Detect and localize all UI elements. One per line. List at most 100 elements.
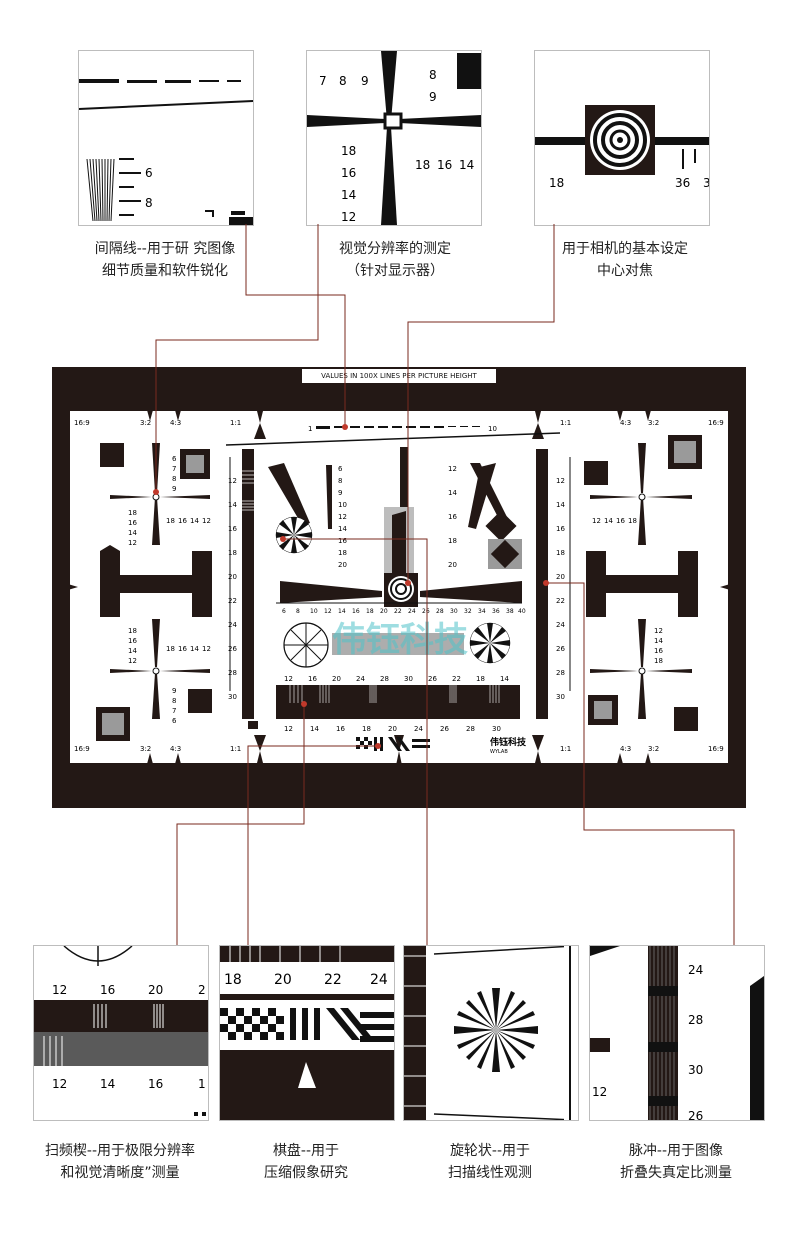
sweep-bottom-tick: 12 (284, 725, 293, 733)
caption-visual-resolution: 视觉分辨率的测定 （针对显示器） (339, 241, 451, 279)
tick-b: 14 (654, 637, 663, 645)
caption-starburst: 旋轮状--用于 扫描线性观测 (448, 1143, 532, 1181)
checker-panel-tick: 18 (224, 972, 242, 988)
scale-tick: 10 (310, 608, 318, 615)
scale-tick: 38 (506, 608, 514, 615)
tick-a: 6 (172, 717, 177, 725)
visual-resolution-panel: 7 8 9 8 9 18 16 14 12 18 16 14 (306, 50, 482, 226)
center-tick: 9 (338, 489, 342, 497)
pulse-panel-tick: 26 (688, 1109, 703, 1120)
caption-spacing-line: 间隔线--用于研 究图像 细节质量和软件锐化 (94, 241, 236, 279)
left-tick: 16 (228, 525, 237, 533)
tick-b: 16 (128, 637, 137, 645)
pulse-panel: 24 28 30 26 12 (589, 945, 765, 1121)
tick-b: 18 (128, 627, 137, 635)
visual-tick: 18 (415, 158, 430, 172)
sweep-top-tick: 14 (500, 675, 509, 683)
pulse-panel-tick: 12 (592, 1085, 607, 1099)
focus-tick: 36 (675, 176, 690, 190)
visual-tick: 14 (341, 188, 356, 202)
center-tick: 8 (338, 477, 342, 485)
bar-start: 1 (308, 425, 312, 433)
scale-tick: 12 (324, 608, 332, 615)
right-tick: 20 (556, 573, 565, 581)
sweep-bottom-tick: 20 (388, 725, 397, 733)
scale-tick: 34 (478, 608, 486, 615)
right-tick: 16 (556, 525, 565, 533)
scale-tick: 14 (338, 608, 346, 615)
sweep-bottom-tick: 16 (336, 725, 345, 733)
left-tick: 26 (228, 645, 237, 653)
tick-b: 16 (178, 645, 187, 653)
ratio-label: 4:3 (620, 745, 631, 753)
sweep-top-tick: 18 (476, 675, 485, 683)
visual-tick: 18 (341, 144, 356, 158)
sweep-panel-tick: 12 (52, 983, 67, 997)
sweep-top-tick: 28 (380, 675, 389, 683)
sweep-top-tick: 30 (404, 675, 413, 683)
visual-tick: 16 (341, 166, 356, 180)
scale-tick: 20 (380, 608, 388, 615)
scale-tick: 32 (464, 608, 472, 615)
sweep-panel-tick: 2 (198, 983, 206, 997)
visual-tick: 8 (429, 68, 437, 82)
ratio-label: 16:9 (708, 419, 724, 427)
tick-b: 18 (128, 509, 137, 517)
sweep-top-tick: 26 (428, 675, 437, 683)
sweep-bottom-tick: 26 (440, 725, 449, 733)
ratio-label: 3:2 (648, 419, 659, 427)
ratio-label: 1:1 (560, 745, 571, 753)
spacing-tick: 8 (145, 196, 153, 210)
right-tick: 30 (556, 693, 565, 701)
scale-tick: 16 (352, 608, 360, 615)
ratio-label: 4:3 (620, 419, 631, 427)
tick-b: 18 (628, 517, 637, 525)
pulse-panel-tick: 28 (688, 1013, 703, 1027)
tick-b: 16 (178, 517, 187, 525)
tick-a: 9 (172, 687, 176, 695)
center-focus-panel: 18 36 3 (534, 50, 710, 226)
ratio-label: 1:1 (230, 745, 241, 753)
ratio-label: 4:3 (170, 745, 181, 753)
center-tick: 20 (338, 561, 347, 569)
scale-tick: 36 (492, 608, 500, 615)
chart-header: VALUES IN 100X LINES PER PICTURE HEIGHT (302, 369, 496, 383)
brand-sub: WYLAB (490, 749, 508, 755)
scale-tick: 8 (296, 608, 300, 615)
checkerboard-panel: 18 20 22 24 (219, 945, 395, 1121)
scale-tick: 18 (366, 608, 374, 615)
tick-b: 14 (190, 517, 199, 525)
sweep-top-tick: 20 (332, 675, 341, 683)
left-tick: 22 (228, 597, 237, 605)
spacing-tick: 6 (145, 166, 153, 180)
pulse-panel-tick: 30 (688, 1063, 703, 1077)
left-tick: 12 (228, 477, 237, 485)
caption-checkerboard: 棋盘--用于 压缩假象研究 (264, 1143, 348, 1181)
right-tick: 24 (556, 621, 565, 629)
left-tick: 18 (228, 549, 237, 557)
left-tick: 28 (228, 669, 237, 677)
visual-tick: 16 (437, 158, 452, 172)
chart-inner: 16:9 3:2 4:3 1:1 1:1 4:3 3:2 16:9 16:9 3… (58, 399, 740, 775)
iso-resolution-chart: VALUES IN 100X LINES PER PICTURE HEIGHT … (52, 367, 746, 808)
tick-b: 18 (166, 645, 175, 653)
ratio-label: 3:2 (140, 745, 151, 753)
tick-a: 8 (172, 475, 176, 483)
ratio-label: 3:2 (140, 419, 151, 427)
brand-logo: 伟钰科技 (490, 736, 527, 748)
watermark: 伟钰科技 (332, 620, 468, 660)
center-tick: 14 (338, 525, 347, 533)
tick-a: 6 (172, 455, 177, 463)
tick-b: 14 (128, 529, 137, 537)
sweep-bottom-tick: 30 (492, 725, 501, 733)
sweep-top-tick: 22 (452, 675, 461, 683)
tick-b: 18 (166, 517, 175, 525)
center-tick: 20 (448, 561, 457, 569)
center-tick: 6 (338, 465, 343, 473)
bar-end: 10 (488, 425, 497, 433)
center-tick: 14 (448, 489, 457, 497)
tick-b: 16 (654, 647, 663, 655)
tick-a: 9 (172, 485, 176, 493)
sweep-panel-tick: 1 (198, 1077, 206, 1091)
tick-b: 14 (190, 645, 199, 653)
